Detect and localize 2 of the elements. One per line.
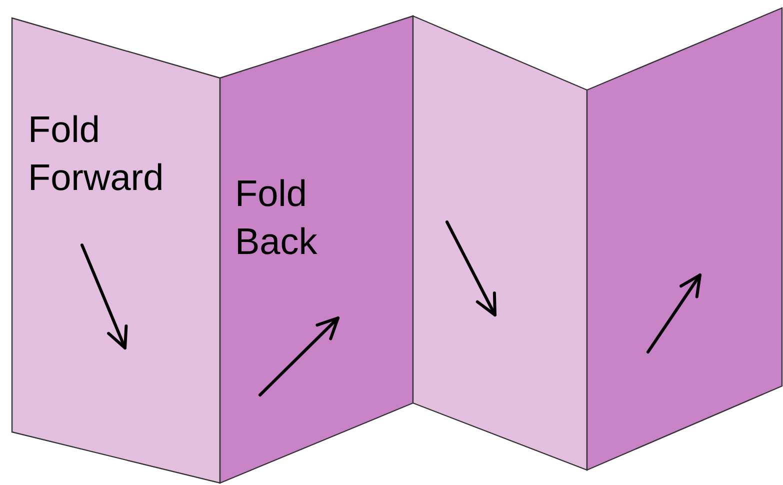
panel-label: Fold Forward — [28, 108, 165, 200]
panel-label: Fold Back — [235, 172, 318, 264]
